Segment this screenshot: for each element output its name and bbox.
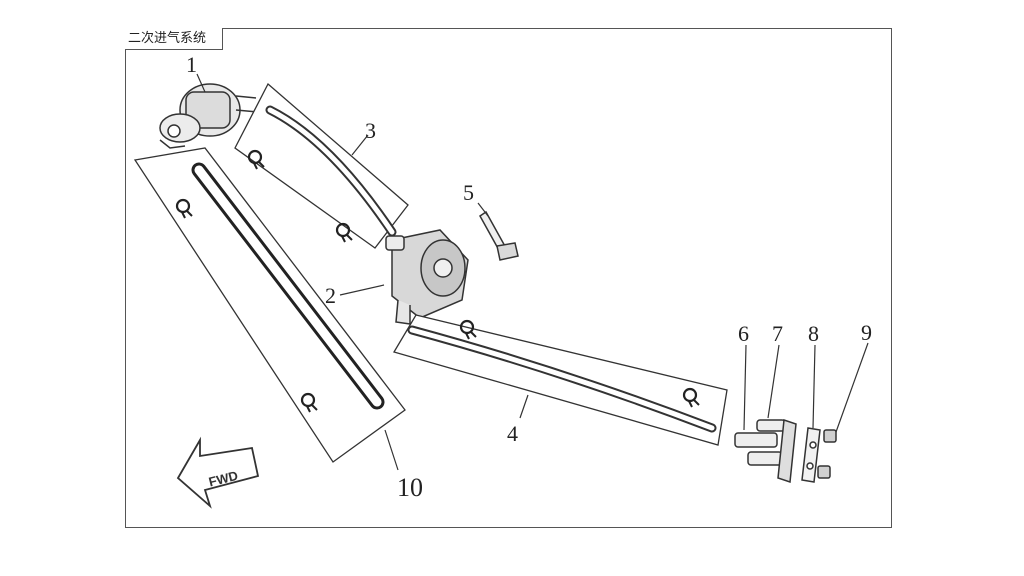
callout-labels: 1 2 3 4 5 6 7 8 9 10 xyxy=(186,52,872,502)
callout-6: 6 xyxy=(738,321,749,346)
bolt-part-5 xyxy=(479,210,519,261)
callout-5: 5 xyxy=(463,180,474,205)
solenoid-valve-part-1 xyxy=(159,83,259,149)
callout-3: 3 xyxy=(365,118,376,143)
diagram-title: 二次进气系统 xyxy=(125,28,223,50)
callout-2: 2 xyxy=(325,283,336,308)
callout-4: 4 xyxy=(507,421,518,446)
hardware-parts-6-9 xyxy=(734,418,837,484)
hose-part-10 xyxy=(133,147,406,463)
fwd-arrow-icon: FWD xyxy=(176,436,260,509)
callout-10: 10 xyxy=(397,473,423,502)
callout-1: 1 xyxy=(186,52,197,77)
hose-part-4 xyxy=(393,314,728,446)
callout-9: 9 xyxy=(861,320,872,345)
leader-lines xyxy=(196,73,869,471)
callout-8: 8 xyxy=(808,321,819,346)
air-valve-part-2 xyxy=(385,229,469,325)
hose-part-3 xyxy=(234,82,409,249)
callout-7: 7 xyxy=(772,321,783,346)
fwd-label: FWD xyxy=(207,468,239,490)
